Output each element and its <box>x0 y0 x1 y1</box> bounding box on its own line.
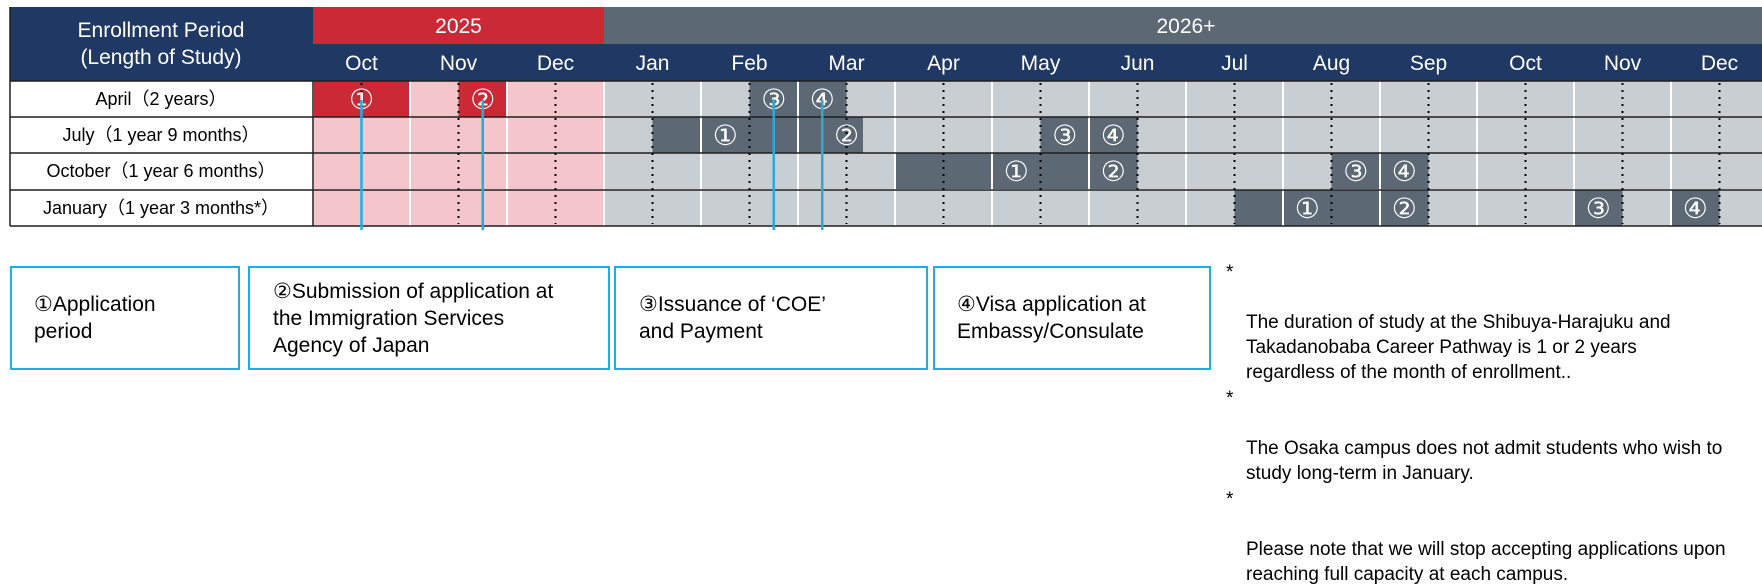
legend-visa-application: ④Visa application at Embassy/Consulate <box>933 266 1211 370</box>
month-header-2: Dec <box>537 52 574 75</box>
step-marker: ② <box>1101 155 1126 188</box>
month-header-8: Jun <box>1121 52 1155 75</box>
row-label: January（1 year 3 months*） <box>43 198 279 218</box>
step-marker: ③ <box>1343 155 1368 188</box>
month-cell <box>701 153 798 189</box>
legend-application-period: ①Application period <box>10 266 240 370</box>
step-marker: ② <box>834 119 859 152</box>
month-cell <box>1186 153 1283 189</box>
month-cell <box>1574 153 1671 189</box>
step-marker: ④ <box>1683 192 1708 225</box>
month-cell <box>1671 81 1762 117</box>
month-cell <box>798 153 895 189</box>
footnote-marker: * <box>1226 262 1234 283</box>
month-header-4: Feb <box>731 52 767 75</box>
row-label-cell <box>10 81 313 117</box>
row-label: April（2 years） <box>95 89 226 109</box>
step-marker: ④ <box>1392 155 1417 188</box>
step-marker: ② <box>1392 192 1417 225</box>
corner-subtitle: (Length of Study) <box>80 46 241 69</box>
footnote-capacity-text: Please note that we will stop accepting … <box>1246 539 1726 585</box>
footnote-osaka-text: The Osaka campus does not admit students… <box>1246 438 1723 484</box>
year-2025-label: 2025 <box>435 15 482 38</box>
footnote-duration-text: The duration of study at the Shibuya-Har… <box>1246 312 1671 383</box>
step-marker: ① <box>1295 192 1320 225</box>
phase-bar <box>895 153 1138 189</box>
year-2026-band <box>604 7 1762 44</box>
legend-application-period-text: ①Application period <box>34 293 156 343</box>
row-label: July（1 year 9 months） <box>62 125 259 145</box>
month-cell <box>1671 117 1762 153</box>
step-marker: ③ <box>1586 192 1611 225</box>
month-header-0: Oct <box>345 52 378 75</box>
month-cell <box>1671 153 1762 189</box>
footnotes: * The duration of study at the Shibuya-H… <box>1226 260 1762 588</box>
phase-bar <box>1574 190 1623 226</box>
phase-bar <box>798 117 863 153</box>
month-header-9: Jul <box>1221 52 1248 75</box>
month-header-band <box>313 44 1762 81</box>
month-header-14: Dec <box>1701 52 1738 75</box>
footnote-marker: * <box>1226 489 1234 510</box>
month-cell <box>507 153 604 189</box>
footnote-capacity: * Please note that we will stop acceptin… <box>1226 487 1762 587</box>
month-header-10: Aug <box>1313 52 1350 75</box>
phase-bar <box>1380 190 1429 226</box>
phase-bar <box>1671 190 1720 226</box>
enrollment-schedule: Enrollment Period (Length of Study) 2025 20… <box>9 7 1762 585</box>
step-marker: ③ <box>1052 119 1077 152</box>
year-2026-label: 2026+ <box>1157 15 1216 38</box>
footnote-duration: * The duration of study at the Shibuya-H… <box>1226 260 1762 385</box>
legend-coe-issuance-text: ③Issuance of ‘COE’ and Payment <box>639 293 826 343</box>
month-header-13: Nov <box>1604 52 1642 75</box>
legend-immigration-submission-text: ②Submission of application at the Immigr… <box>273 279 554 357</box>
row-label-cell <box>10 190 313 226</box>
header-corner-cell <box>10 7 313 81</box>
connector-step-4 <box>821 100 824 230</box>
step-marker: ① <box>1004 155 1029 188</box>
month-cell <box>410 153 507 189</box>
connector-step-1 <box>360 100 363 230</box>
month-header-6: Apr <box>927 52 960 75</box>
schedule-grid: Enrollment Period (Length of Study) 2025 20… <box>9 7 1762 230</box>
month-header-12: Oct <box>1509 52 1542 75</box>
row-label-cell <box>10 117 313 153</box>
month-header-11: Sep <box>1410 52 1447 75</box>
row-label: October（1 year 6 months） <box>46 161 275 181</box>
phase-bar <box>1234 190 1380 226</box>
step-marker: ① <box>713 119 738 152</box>
legend-visa-application-text: ④Visa application at Embassy/Consulate <box>957 293 1146 343</box>
footnote-marker: * <box>1226 388 1234 409</box>
month-cell <box>1477 153 1574 189</box>
footnote-osaka: * The Osaka campus does not admit studen… <box>1226 386 1762 486</box>
month-header-7: May <box>1021 52 1061 75</box>
month-header-5: Mar <box>828 52 864 75</box>
legend-immigration-submission: ②Submission of application at the Immigr… <box>248 266 610 370</box>
row-label-cell <box>10 153 313 189</box>
legend-coe-issuance: ③Issuance of ‘COE’ and Payment <box>614 266 928 370</box>
step-marker: ④ <box>1101 119 1126 152</box>
month-header-3: Jan <box>636 52 670 75</box>
month-header-1: Nov <box>440 52 478 75</box>
month-cell <box>604 153 701 189</box>
corner-title: Enrollment Period <box>78 19 245 42</box>
year-2025-band <box>313 7 604 44</box>
